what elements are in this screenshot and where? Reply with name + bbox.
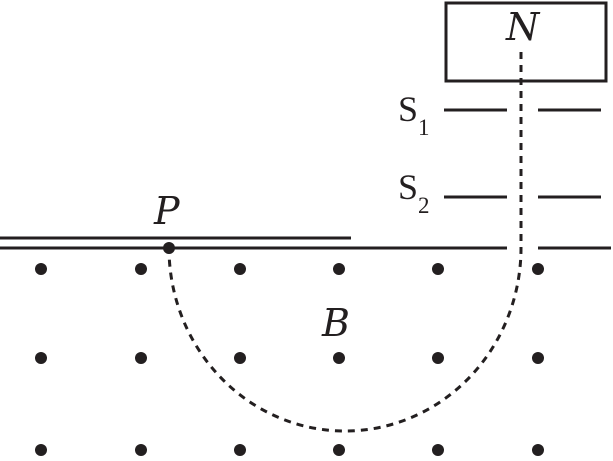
magnetic-field-dots xyxy=(35,263,544,456)
field-dot xyxy=(135,263,147,275)
point-p-label: P xyxy=(153,189,181,233)
slit-1-letter: S xyxy=(398,89,418,129)
field-dot xyxy=(234,263,246,275)
slit-2-label: S2 xyxy=(398,167,430,218)
field-dot xyxy=(35,352,47,364)
field-dot xyxy=(432,444,444,456)
field-dot xyxy=(532,352,544,364)
field-dot xyxy=(135,444,147,456)
particle-trajectory xyxy=(167,52,523,433)
field-dot xyxy=(35,444,47,456)
slit-1-subscript: 1 xyxy=(418,115,430,140)
field-dot xyxy=(333,444,345,456)
field-dot xyxy=(234,352,246,364)
slit-2-subscript: 2 xyxy=(418,193,430,218)
field-dot xyxy=(35,263,47,275)
field-dot xyxy=(432,352,444,364)
field-dot xyxy=(135,352,147,364)
source-box xyxy=(444,1,608,83)
field-dot xyxy=(532,263,544,275)
source-label: N xyxy=(505,5,541,49)
field-label: B xyxy=(321,301,350,345)
field-dot xyxy=(333,352,345,364)
slit-2-letter: S xyxy=(398,167,418,207)
field-dot xyxy=(234,444,246,456)
field-dot xyxy=(432,263,444,275)
field-dot xyxy=(333,263,345,275)
field-dot xyxy=(532,444,544,456)
slit-1-label: S1 xyxy=(398,89,430,140)
